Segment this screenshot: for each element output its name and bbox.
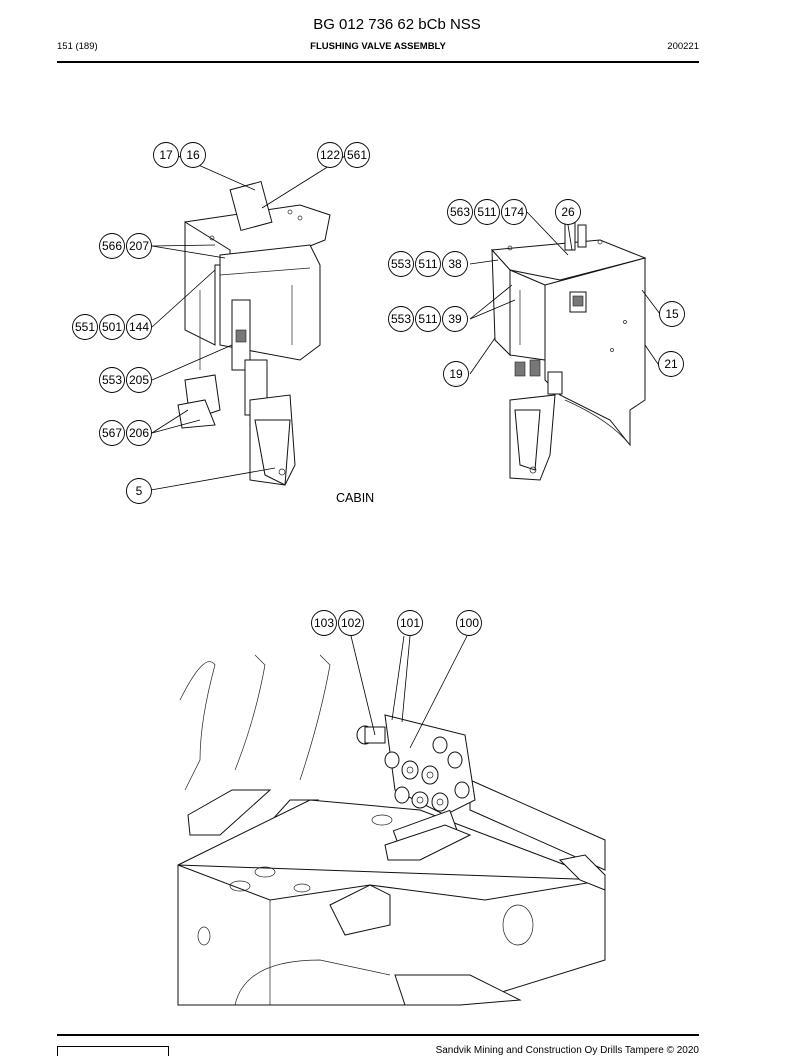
svg-text:501: 501 (102, 320, 122, 334)
header-rule (57, 61, 699, 63)
callout-19: 19 (443, 361, 469, 387)
svg-text:38: 38 (448, 257, 462, 271)
callout-21: 21 (658, 351, 684, 377)
svg-text:511: 511 (418, 312, 437, 326)
callout-566: 566 (99, 233, 125, 259)
callout-39: 39 (442, 306, 468, 332)
callout-26: 26 (555, 199, 581, 225)
callout-174: 174 (501, 199, 527, 225)
right-assembly-illustration (490, 221, 647, 481)
svg-text:26: 26 (561, 205, 575, 219)
callout-101: 101 (397, 610, 423, 636)
bottom-leaders (350, 635, 468, 749)
callout-206: 206 (126, 420, 152, 446)
callout-38: 38 (442, 251, 468, 277)
section-title: FLUSHING VALVE ASSEMBLY (310, 41, 446, 52)
sandvik-logo (57, 1046, 169, 1056)
svg-text:5: 5 (136, 484, 143, 498)
svg-text:551: 551 (75, 320, 95, 334)
svg-text:19: 19 (449, 367, 463, 381)
callout-561: 561 (344, 142, 370, 168)
bottom-assembly-illustration (177, 654, 606, 1006)
callout-553: 553 (99, 367, 125, 393)
svg-text:15: 15 (665, 307, 679, 321)
svg-text:102: 102 (341, 616, 361, 630)
svg-text:567: 567 (102, 426, 122, 440)
callout-122: 122 (317, 142, 343, 168)
footer-rule (57, 1034, 699, 1036)
callout-144: 144 (126, 314, 152, 340)
callout-103: 103 (311, 610, 337, 636)
svg-text:561: 561 (347, 148, 367, 162)
svg-text:553: 553 (391, 257, 411, 271)
callout-205: 205 (126, 367, 152, 393)
svg-text:205: 205 (129, 373, 149, 387)
svg-text:100: 100 (459, 616, 479, 630)
callout-563: 563 (447, 199, 473, 225)
callout-511-c: 511 (415, 306, 441, 332)
callout-567: 567 (99, 420, 125, 446)
svg-text:566: 566 (102, 239, 122, 253)
callout-501: 501 (99, 314, 125, 340)
callout-553-c: 553 (388, 306, 414, 332)
svg-text:16: 16 (186, 148, 200, 162)
svg-text:122: 122 (320, 148, 340, 162)
page-number: 151 (189) (57, 41, 98, 52)
callout-5: 5 (126, 478, 152, 504)
callout-207: 207 (126, 233, 152, 259)
svg-text:101: 101 (400, 616, 420, 630)
svg-text:553: 553 (102, 373, 122, 387)
svg-text:207: 207 (129, 239, 149, 253)
callout-15: 15 (659, 301, 685, 327)
callout-102: 102 (338, 610, 364, 636)
svg-text:17: 17 (159, 148, 173, 162)
callout-551: 551 (72, 314, 98, 340)
svg-text:206: 206 (129, 426, 149, 440)
callout-511-b: 511 (415, 251, 441, 277)
document-code: 200221 (667, 41, 699, 52)
callout-16: 16 (180, 142, 206, 168)
svg-text:103: 103 (314, 616, 334, 630)
svg-text:553: 553 (391, 312, 411, 326)
callout-511: 511 (474, 199, 500, 225)
cabin-view-label: CABIN (336, 491, 375, 505)
footer-copyright: Sandvik Mining and Construction Oy Drill… (435, 1045, 699, 1056)
svg-text:144: 144 (129, 320, 149, 334)
left-assembly-illustration (177, 180, 331, 486)
svg-text:563: 563 (450, 205, 470, 219)
document-title: BG 012 736 62 bCb NSS (313, 16, 481, 33)
svg-text:21: 21 (664, 357, 678, 371)
callout-100: 100 (456, 610, 482, 636)
svg-text:511: 511 (477, 205, 496, 219)
callout-17: 17 (153, 142, 179, 168)
svg-text:39: 39 (448, 312, 462, 326)
svg-text:511: 511 (418, 257, 437, 271)
right-leaders (469, 211, 661, 375)
svg-text:174: 174 (504, 205, 524, 219)
callout-553-b: 553 (388, 251, 414, 277)
